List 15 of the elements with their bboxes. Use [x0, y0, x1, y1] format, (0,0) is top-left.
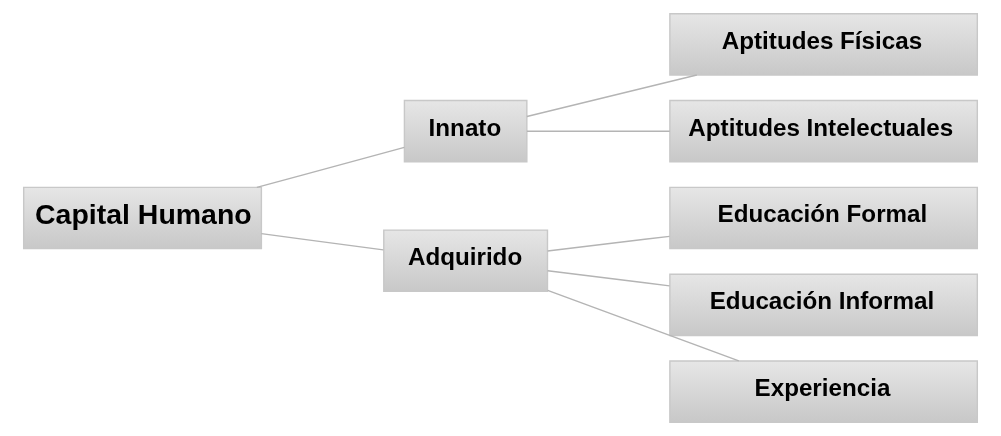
- connector: [526, 74, 698, 118]
- node-box: Experiencia: [669, 360, 978, 423]
- node-box: Educación Formal: [669, 186, 978, 250]
- connector: [546, 235, 671, 252]
- node-box: Aptitudes Intelectuales: [669, 99, 978, 163]
- node-box: Innato: [403, 99, 528, 163]
- node-box: Adquirido: [383, 229, 549, 292]
- connector: [256, 146, 406, 189]
- connector: [546, 289, 740, 362]
- connector: [526, 130, 671, 132]
- node-box: Capital Humano: [23, 186, 263, 250]
- connector: [260, 232, 384, 251]
- node-box: Educación Informal: [669, 273, 978, 337]
- connector: [546, 270, 671, 287]
- node-box: Aptitudes Físicas: [669, 13, 978, 76]
